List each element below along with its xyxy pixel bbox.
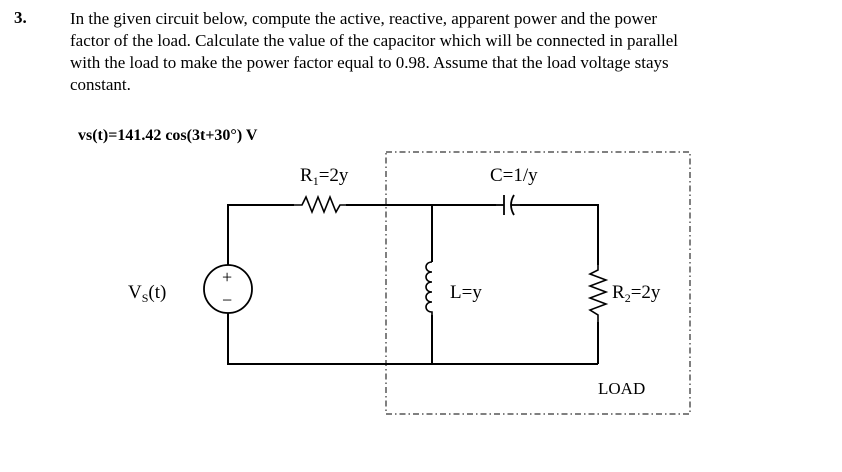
source-label: VS(t) [128, 282, 166, 305]
r2-label: R2=2y [612, 282, 661, 305]
load-label: LOAD [598, 379, 645, 398]
inductor [425, 261, 433, 315]
question-line-1: In the given circuit below, compute the … [70, 9, 658, 28]
question-line-3: with the load to make the power factor e… [70, 53, 669, 72]
question-number: 3. [14, 8, 27, 27]
load-boundary [385, 151, 691, 415]
question-line-4: constant. [70, 75, 131, 94]
question-text: In the given circuit below, compute the … [70, 8, 780, 96]
inductor-label: L=y [450, 282, 482, 303]
source-plus-sign: + [222, 267, 232, 287]
r2-resistor [587, 265, 609, 322]
source-minus-sign: − [222, 290, 232, 310]
wire-cap-r2 [520, 204, 599, 265]
r1-resistor [294, 194, 346, 215]
wire-source-top [227, 204, 294, 265]
r1-label: R1=2y [300, 165, 349, 188]
capacitor-label: C=1/y [490, 165, 538, 186]
source-equation: vs(t)=141.42 cos(3t+30°) V [78, 127, 258, 144]
voltage-source [203, 264, 253, 314]
wire-bottom [227, 313, 598, 365]
capacitor [496, 194, 520, 216]
wires [227, 204, 599, 365]
question-line-2: factor of the load. Calculate the value … [70, 31, 678, 50]
